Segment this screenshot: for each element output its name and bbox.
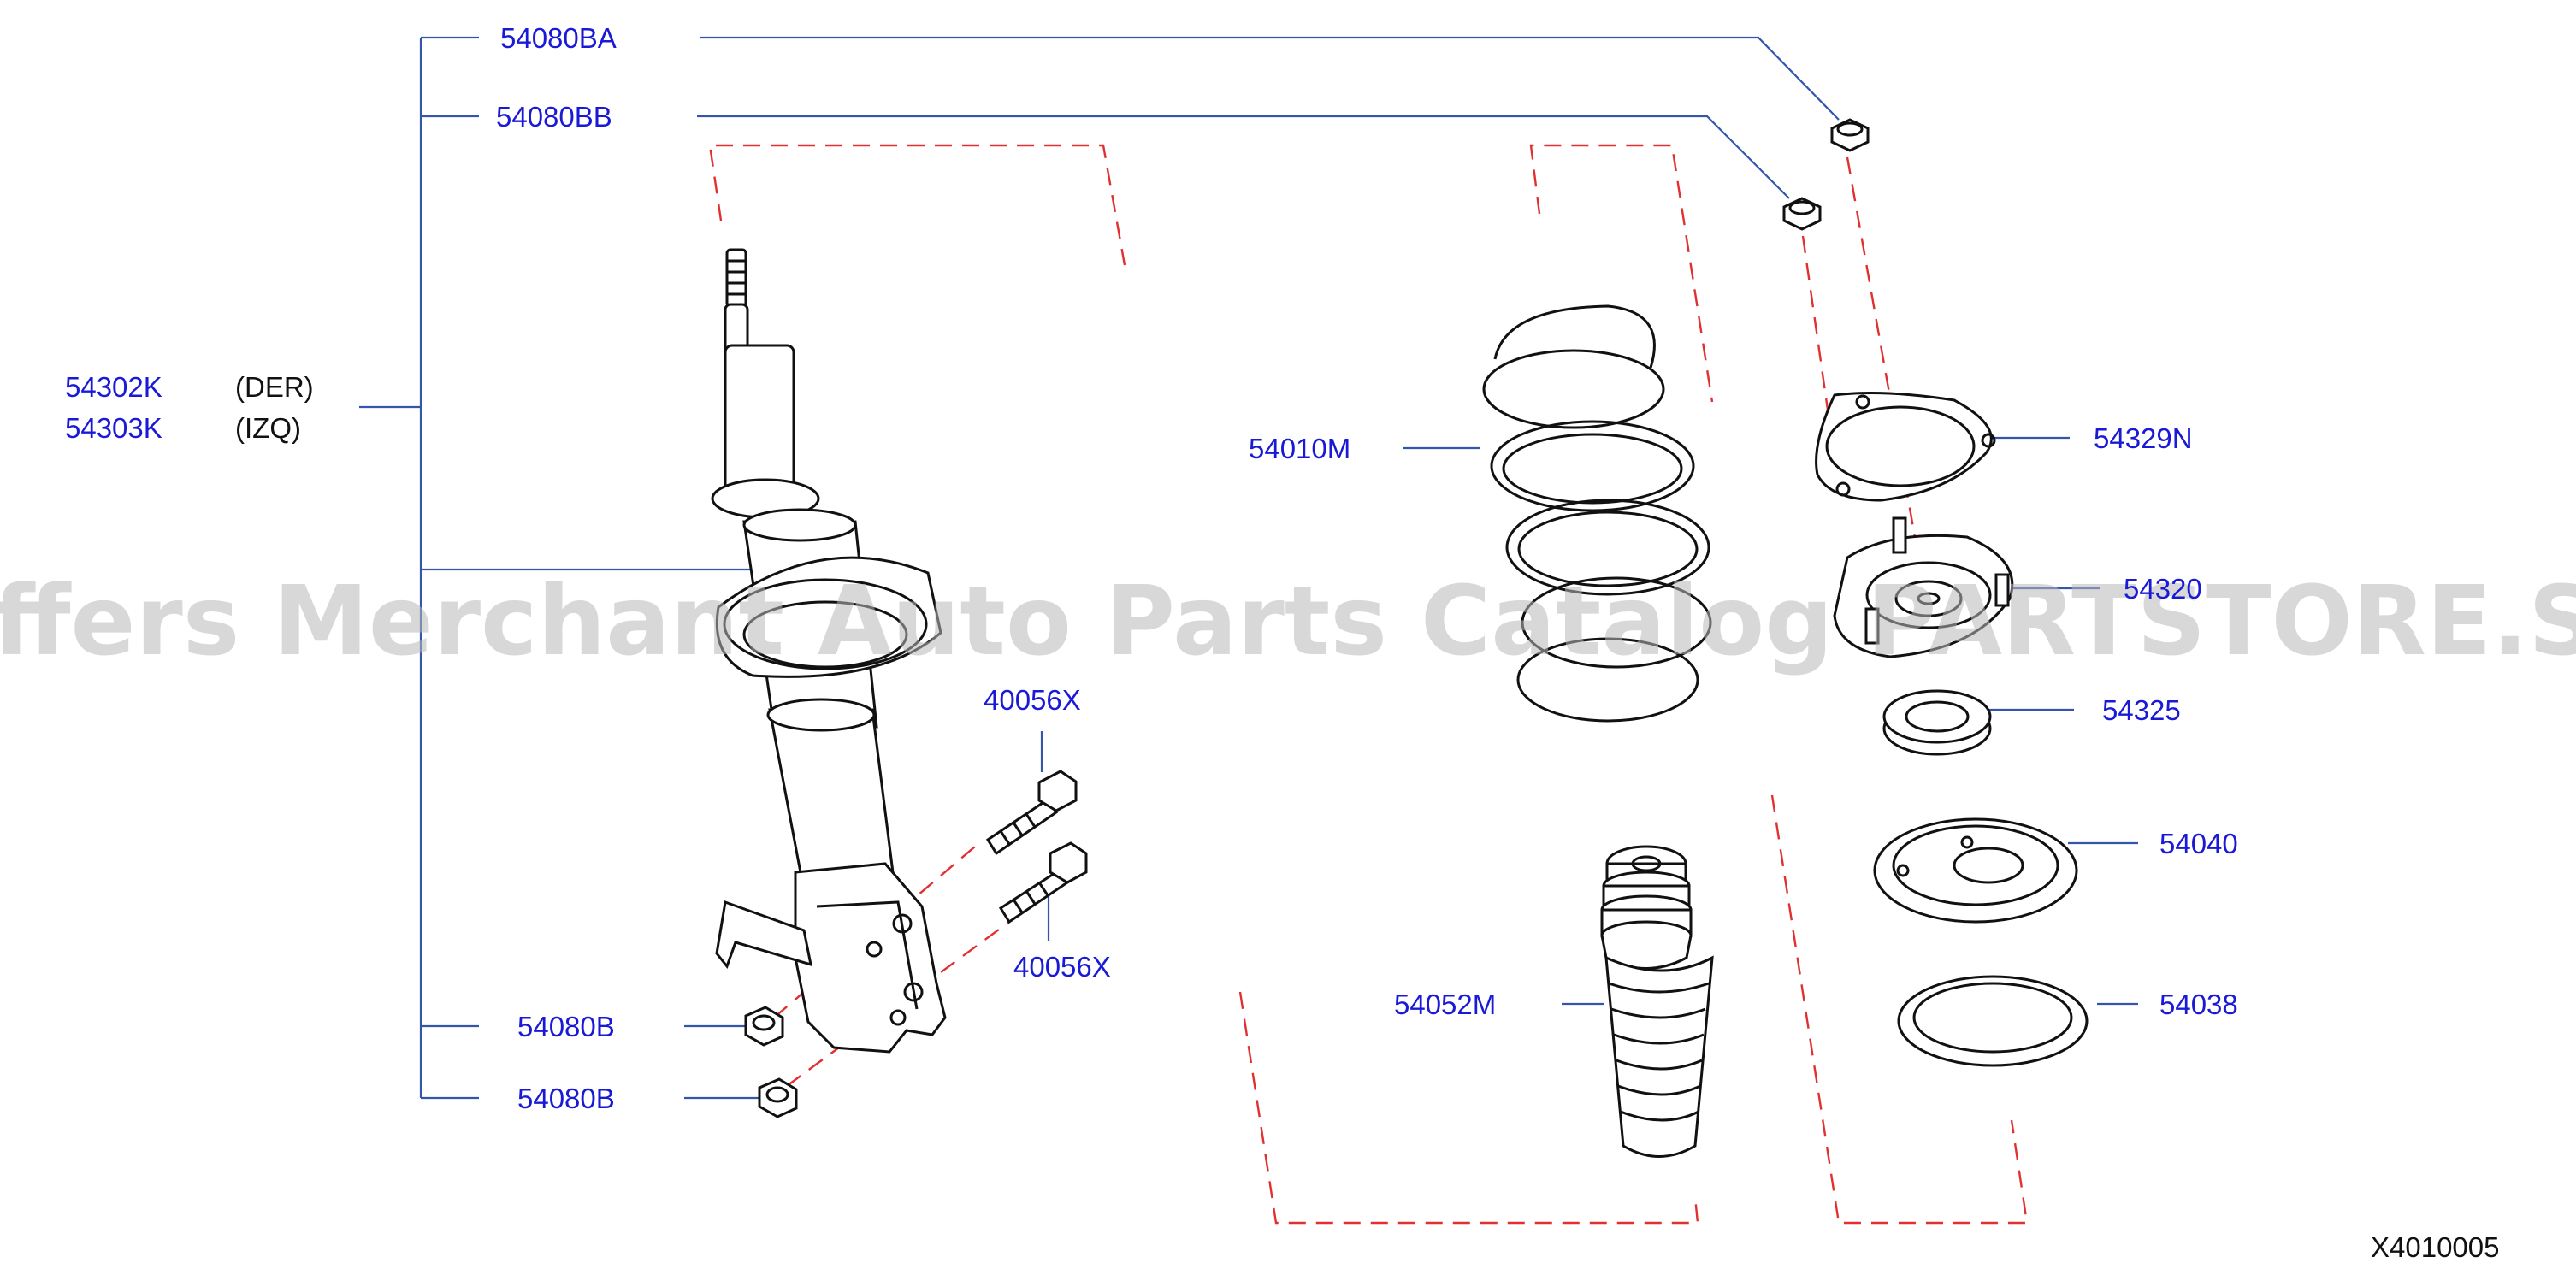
nut-54080B-lower (758, 1077, 798, 1118)
watermark-text: Offers Merchant Auto Parts Catalog PARTS… (0, 566, 2576, 677)
knuckle-bracket (794, 862, 947, 1054)
spring-seat (715, 556, 942, 678)
bolt-40056X-lower (998, 841, 1088, 924)
label-54302K-side: (DER) (235, 371, 314, 403)
label-54080B-lower[interactable]: 54080B (517, 1083, 615, 1114)
assembly-dashed-lines (708, 144, 2029, 1225)
label-54325[interactable]: 54325 (2102, 694, 2181, 726)
label-54052M[interactable]: 54052M (1394, 989, 1496, 1020)
bump-stop-boot-54052M (1600, 845, 1714, 1158)
spring-seat-upper-54040 (1873, 817, 2078, 924)
label-54303K-side: (IZQ) (235, 412, 301, 444)
nut-54080B-upper (744, 1006, 784, 1047)
label-54080B-upper[interactable]: 54080B (517, 1011, 615, 1042)
hose-bracket (715, 900, 812, 970)
label-54040[interactable]: 54040 (2159, 828, 2238, 859)
nut-54080BB (1782, 197, 1822, 231)
label-54038[interactable]: 54038 (2159, 989, 2238, 1020)
leader-lines (359, 36, 2138, 1100)
coil-spring-54010M (1482, 304, 1712, 723)
label-40056X-lower[interactable]: 40056X (1013, 951, 1111, 983)
strut-assembly-54302K (711, 248, 947, 1054)
nut-54080BA (1830, 118, 1870, 152)
bolt-40056X-upper (985, 770, 1078, 856)
label-54080BB[interactable]: 54080BB (496, 101, 612, 133)
label-54320[interactable]: 54320 (2124, 573, 2202, 605)
insulator-54038 (1897, 975, 2089, 1067)
piston-rod-thread (724, 248, 749, 356)
part-labels: 54080BA 54080BB 54302K (DER) 54303K (IZQ… (65, 22, 2499, 1263)
diagram-code: X4010005 (2371, 1231, 2499, 1263)
label-54080BA[interactable]: 54080BA (500, 22, 617, 54)
strut-mount-54320 (1833, 516, 2014, 658)
label-54329N[interactable]: 54329N (2094, 422, 2193, 454)
gasket-plate-54329N (1815, 392, 1996, 502)
bearing-54325 (1882, 689, 1992, 756)
label-40056X-upper[interactable]: 40056X (984, 684, 1081, 716)
label-54010M[interactable]: 54010M (1249, 433, 1350, 464)
label-54303K[interactable]: 54303K (65, 412, 162, 444)
label-54302K[interactable]: 54302K (65, 371, 162, 403)
